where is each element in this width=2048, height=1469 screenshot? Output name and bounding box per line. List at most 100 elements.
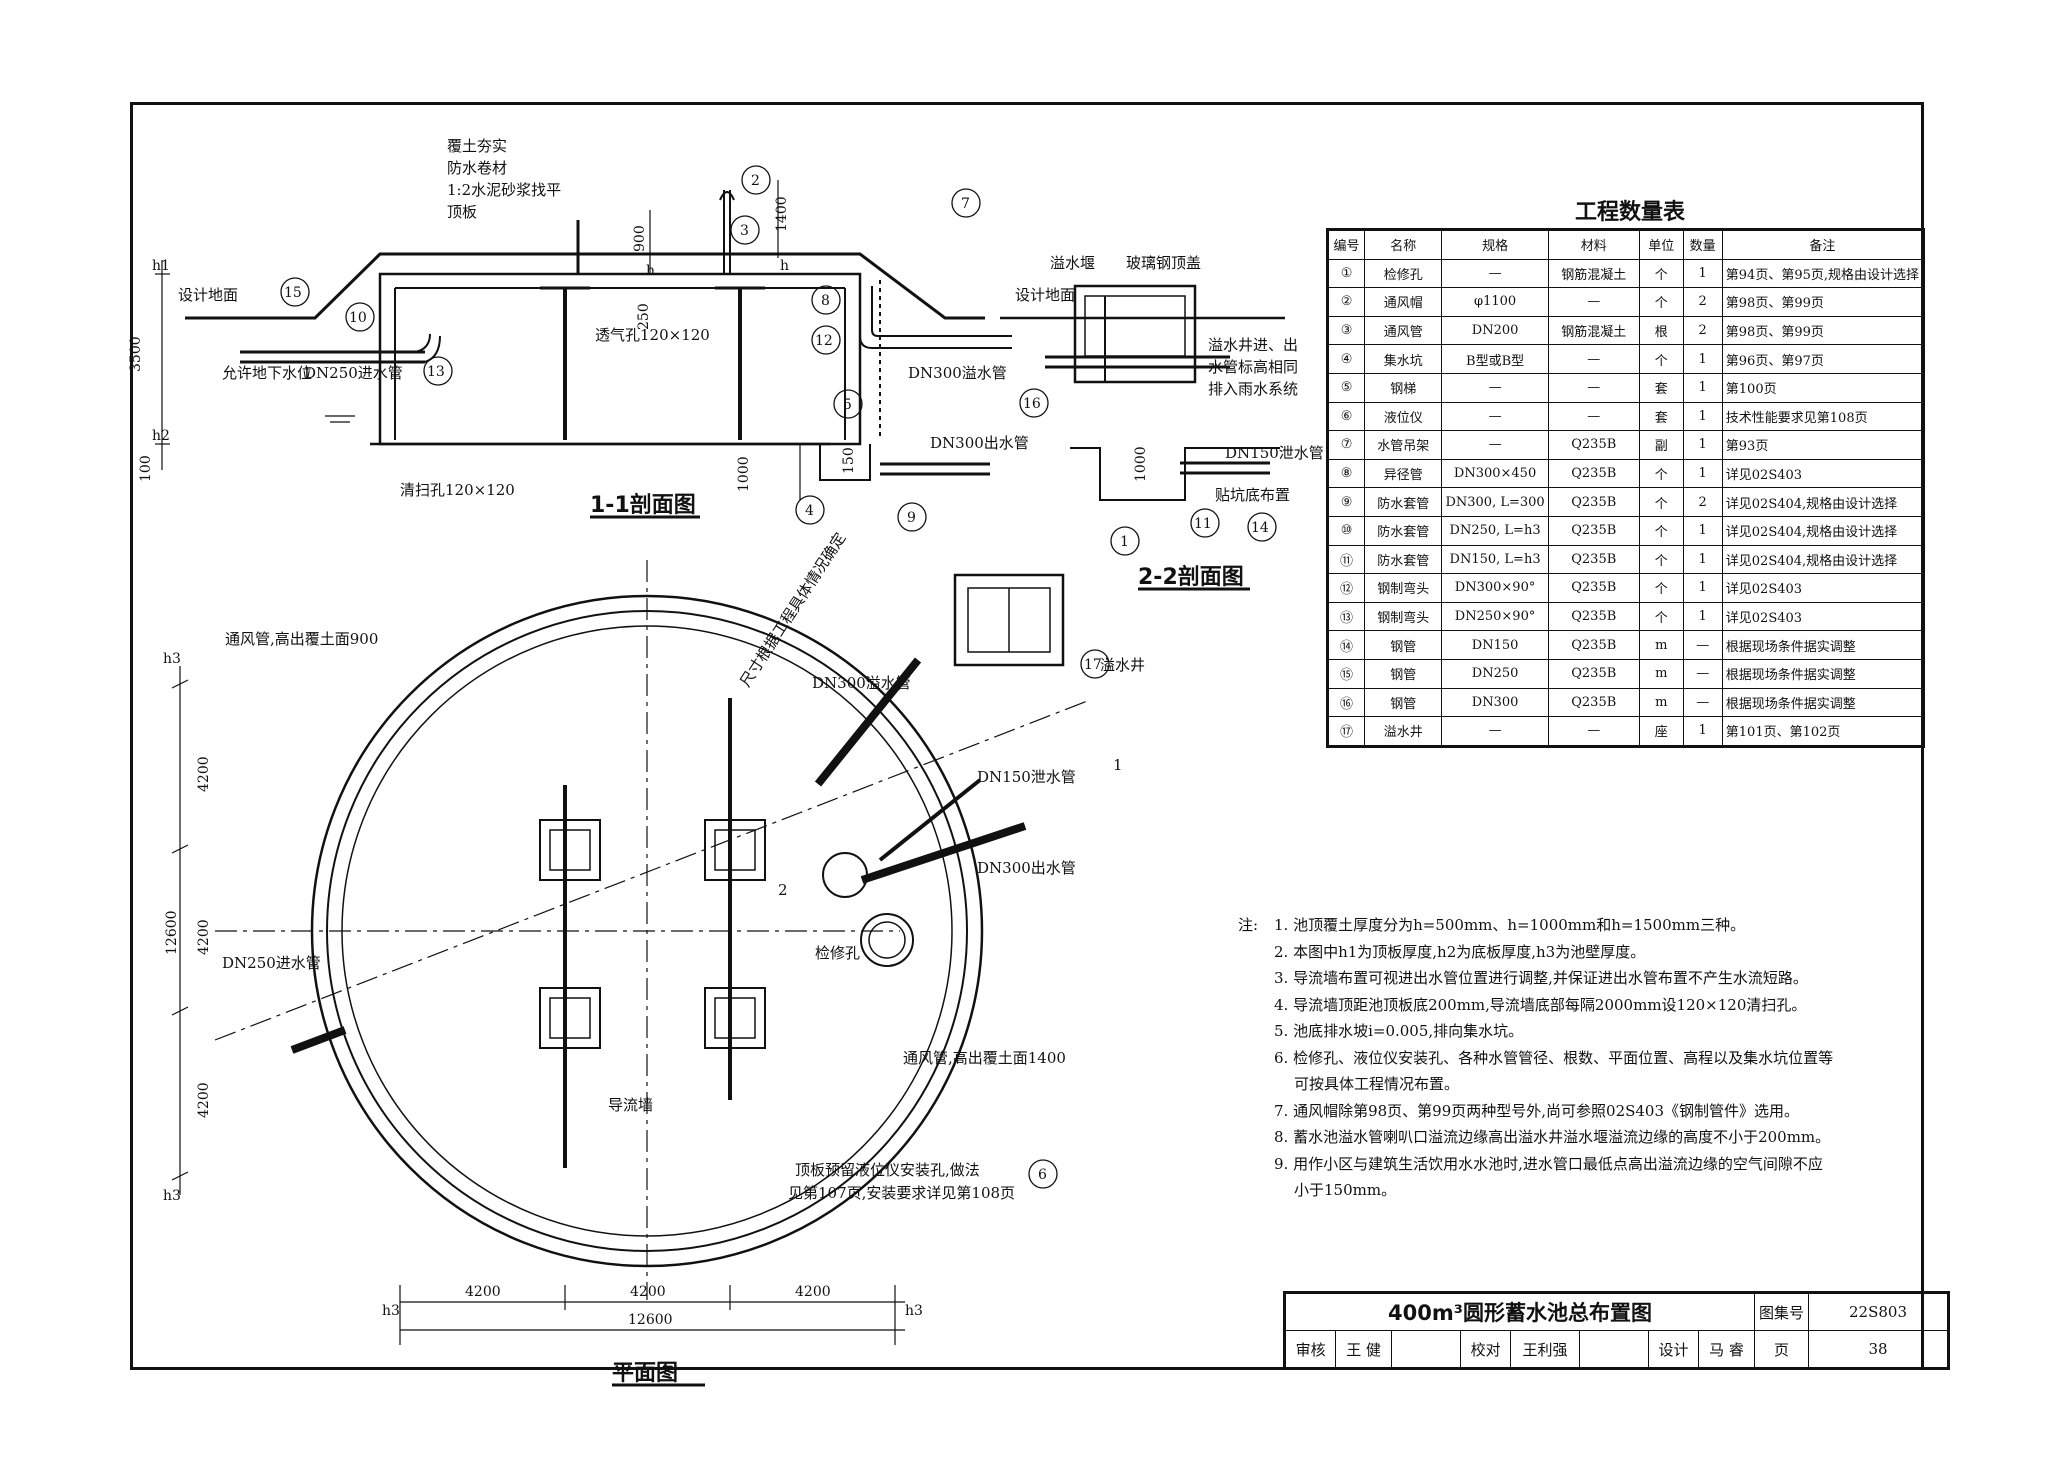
table-cell: 2 <box>1682 315 1723 346</box>
plan-title: 平面图 <box>612 1361 678 1386</box>
table-cell: 详见02S403 <box>1721 573 1925 603</box>
callout-2: 2 <box>741 165 771 195</box>
table-cell: 1 <box>1682 430 1723 460</box>
table-cell: — <box>1547 287 1640 317</box>
table-cell: DN150 <box>1441 630 1549 660</box>
table-cell: ⑤ <box>1326 372 1366 403</box>
table-cell: 检修孔 <box>1364 258 1443 289</box>
review-label: 审核 <box>1283 1330 1337 1369</box>
table-cell: Q235B <box>1547 573 1640 603</box>
table-cell: 1 <box>1682 716 1723 747</box>
weir-label: 溢水堰 <box>1050 254 1095 272</box>
table-header-row: 编号 名称 规格 材料 单位 数量 备注 <box>1326 229 1925 260</box>
plan-h3-right: h3 <box>905 1303 923 1319</box>
table-cell: 1 <box>1682 372 1723 403</box>
dim-h1: h1 <box>152 258 170 274</box>
groundwater-label: 允许地下水位 <box>222 364 312 382</box>
table-cell: 1 <box>1682 601 1723 632</box>
level-note-1: 顶板预留液位仪安装孔,做法 <box>795 1161 980 1179</box>
reviewer-name: 王 健 <box>1335 1330 1393 1369</box>
note-item: 小于150mm。 <box>1294 1181 1397 1199</box>
atlas-number: 22S803 <box>1808 1292 1950 1331</box>
dim-100: 100 <box>138 455 154 482</box>
cover-label: 玻璃钢顶盖 <box>1126 254 1201 272</box>
table-cell: 1 <box>1682 344 1723 374</box>
section-2-2 <box>1000 284 1285 501</box>
section-1-1 <box>155 180 1012 500</box>
note-item: 7. 通风帽除第98页、第99页两种型号外,尚可参照02S403《钢制管件》选用… <box>1274 1101 1800 1120</box>
table-cell: ⑩ <box>1326 515 1366 546</box>
table-cell: Q235B <box>1547 630 1640 660</box>
table-cell: ⑰ <box>1326 716 1366 747</box>
table-cell: 钢管 <box>1364 687 1443 718</box>
table-cell: 1 <box>1682 515 1723 546</box>
table-cell: 通风帽 <box>1364 287 1443 317</box>
manhole-label: 检修孔 <box>815 944 860 962</box>
bottom-label: 贴坑底布置 <box>1215 486 1290 504</box>
reviewer-signature <box>1391 1330 1462 1369</box>
table-cell: 个 <box>1638 515 1684 546</box>
table-cell: — <box>1441 430 1549 460</box>
plan-dim-total-h: 12600 <box>628 1312 673 1328</box>
table-cell: DN300, L=300 <box>1441 487 1549 517</box>
table-cell: 1 <box>1682 458 1723 489</box>
table-cell: 防水套管 <box>1364 544 1443 575</box>
svg-text:15: 15 <box>284 285 302 301</box>
callout-17: 17 <box>1080 649 1110 679</box>
callout-15: 15 <box>280 277 310 307</box>
table-cell: — <box>1682 658 1723 689</box>
table-cell: 钢制弯头 <box>1364 601 1443 632</box>
table-cell: DN300×450 <box>1441 458 1549 489</box>
table-cell: 详见02S404,规格由设计选择 <box>1721 487 1925 517</box>
overflow-pipe-label: DN300溢水管 <box>908 364 1007 382</box>
page-number: 38 <box>1808 1330 1950 1369</box>
table-cell: 个 <box>1638 258 1684 289</box>
vent-hole-label: 透气孔120×120 <box>595 326 710 344</box>
plan-dim-h3: 4200 <box>795 1284 831 1300</box>
drawing-title: 400m³圆形蓄水池总布置图 <box>1284 1292 1755 1331</box>
table-cell: ⑭ <box>1326 630 1366 660</box>
table-cell: Q235B <box>1547 601 1640 632</box>
plan-dim-v2: 4200 <box>196 919 212 955</box>
table-cell: 异径管 <box>1364 458 1443 489</box>
guide-wall-label: 导流墙 <box>608 1096 653 1114</box>
table-cell: Q235B <box>1547 544 1640 575</box>
table-cell: 详见02S403 <box>1721 601 1925 632</box>
table-cell: Q235B <box>1547 430 1640 460</box>
note-item: 可按具体工程情况布置。 <box>1294 1075 1460 1093</box>
vent1400-label: 通风管,高出覆土面1400 <box>903 1049 1066 1067</box>
callout-13: 13 <box>423 356 453 386</box>
table-cell: 个 <box>1638 458 1684 489</box>
table-cell: 1 <box>1682 573 1723 603</box>
vent900-label: 通风管,高出覆土面900 <box>225 630 378 648</box>
callout-5: 5 <box>833 389 863 419</box>
svg-text:14: 14 <box>1251 520 1269 536</box>
svg-text:17: 17 <box>1084 657 1102 673</box>
svg-text:9: 9 <box>907 510 916 526</box>
plan-drain-label: DN150泄水管 <box>977 768 1076 786</box>
notes-label: 注: <box>1238 916 1259 934</box>
table-cell: 钢管 <box>1364 630 1443 660</box>
table-cell: Q235B <box>1547 687 1640 718</box>
designer-name: 马 睿 <box>1697 1330 1756 1369</box>
dim-h2: h2 <box>152 428 170 444</box>
outlet-pipe-label: DN300出水管 <box>930 434 1029 452</box>
svg-text:1: 1 <box>1120 534 1129 550</box>
table-cell: ⑫ <box>1326 573 1366 603</box>
callout-9: 9 <box>897 502 927 532</box>
table-cell: ⑯ <box>1326 687 1366 718</box>
table-cell: — <box>1682 687 1723 718</box>
callout-1: 1 <box>1110 526 1140 556</box>
table-cell: 1 <box>1682 401 1723 432</box>
table-cell: 溢水井 <box>1364 716 1443 747</box>
table-cell: 根据现场条件据实调整 <box>1721 630 1925 660</box>
table-cell: 水管吊架 <box>1364 430 1443 460</box>
table-cell: ⑨ <box>1326 487 1366 517</box>
